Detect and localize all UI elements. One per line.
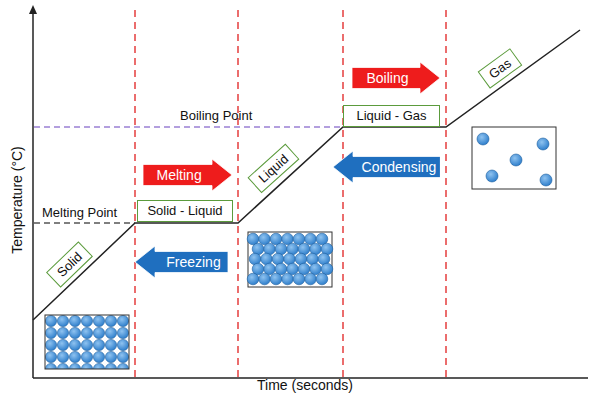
heat-arrow: Boiling (352, 62, 440, 94)
solid-particles (45, 315, 129, 369)
phase-change-box: Solid - Liquid (137, 200, 233, 222)
phase-change-box: Liquid - Gas (343, 105, 440, 127)
phase-label: Solid (46, 241, 93, 287)
melting-point-line (34, 222, 135, 223)
phase-label: Gas (478, 48, 523, 88)
reference-label: Melting Point (42, 205, 117, 220)
axis-label: Temperature (°C) (9, 146, 25, 254)
gas-particles (472, 127, 556, 189)
reference-label: Boiling Point (180, 108, 252, 123)
heating-curve (33, 30, 580, 320)
node-text: Gas (486, 55, 515, 82)
axes (29, 5, 588, 378)
phase-label: Liquid (247, 143, 299, 193)
phase-dividers (135, 10, 446, 378)
cool-arrow: Freezing (135, 246, 228, 278)
cool-arrow: Condensing (333, 151, 440, 183)
liquid-particles (247, 232, 333, 287)
node-text: Solid - Liquid (147, 203, 222, 219)
boiling-point-line (34, 126, 343, 127)
node-text: Freezing (166, 254, 220, 270)
node-text: Boiling (366, 70, 408, 86)
node-text: Condensing (362, 159, 437, 175)
axis-label: Time (seconds) (257, 377, 353, 393)
node-text: Melting (157, 167, 202, 183)
node-text: Liquid - Gas (356, 108, 426, 124)
heat-arrow: Melting (143, 159, 232, 191)
